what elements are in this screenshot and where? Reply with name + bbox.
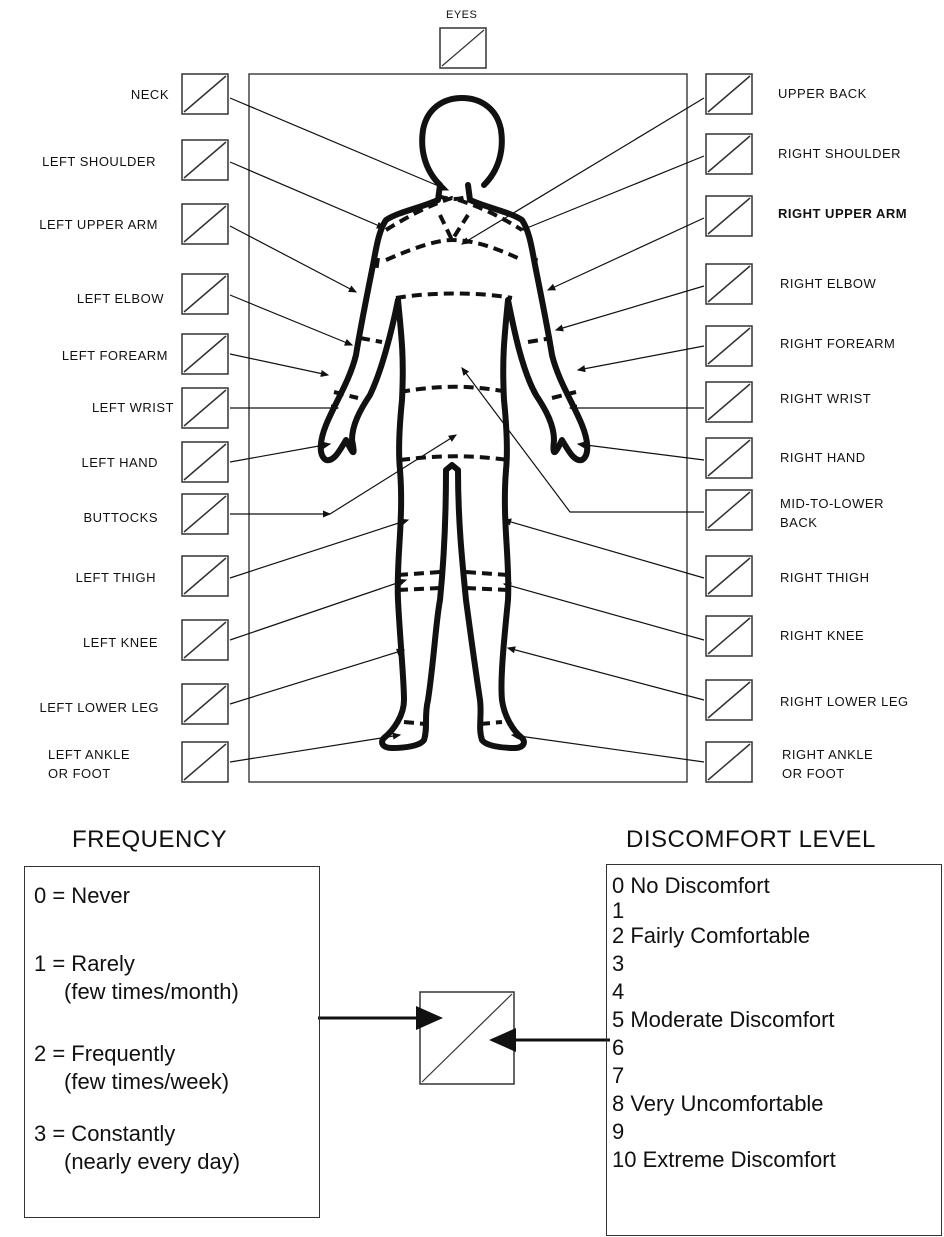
left-checkboxes xyxy=(182,74,228,782)
label-right-thigh: RIGHT THIGH xyxy=(780,568,870,587)
frequency-item-0: 0 = Never xyxy=(34,882,130,910)
label-mid-to-lower-back: MID-TO-LOWER BACK xyxy=(780,494,910,532)
discomfort-item-2: 2 Fairly Comfortable xyxy=(612,922,836,950)
label-left-forearm: LEFT FOREARM xyxy=(62,346,168,365)
label-right-lower-leg: RIGHT LOWER LEG xyxy=(780,692,909,711)
discomfort-item-8: 8 Very Uncomfortable xyxy=(612,1090,836,1118)
label-left-shoulder: LEFT SHOULDER xyxy=(42,152,156,171)
frequency-item-3: 3 = Constantly(nearly every day) xyxy=(34,1120,240,1176)
label-right-ankle-or-foot: RIGHT ANKLE OR FOOT xyxy=(782,745,882,783)
left-leader-lines xyxy=(230,98,448,762)
label-left-wrist: LEFT WRIST xyxy=(92,398,174,417)
discomfort-item-0: 0 No Discomfort xyxy=(612,872,836,900)
discomfort-item-3: 3 xyxy=(612,950,836,978)
label-left-knee: LEFT KNEE xyxy=(83,633,158,652)
label-left-lower-leg: LEFT LOWER LEG xyxy=(40,698,159,717)
label-left-elbow: LEFT ELBOW xyxy=(77,289,164,308)
label-eyes: EYES xyxy=(446,6,477,25)
eyes-box xyxy=(440,28,486,68)
label-right-forearm: RIGHT FOREARM xyxy=(780,334,895,353)
label-left-upper-arm: LEFT UPPER ARM xyxy=(39,215,158,234)
body-figure xyxy=(321,98,588,748)
frequency-item-1: 1 = Rarely(few times/month) xyxy=(34,950,239,1006)
label-right-elbow: RIGHT ELBOW xyxy=(780,274,876,293)
frequency-title: FREQUENCY xyxy=(72,826,227,854)
discomfort-item-7: 7 xyxy=(612,1062,836,1090)
legend-center-box xyxy=(420,992,514,1084)
label-neck: NECK xyxy=(131,85,169,104)
label-upper-back: UPPER BACK xyxy=(778,84,867,103)
right-checkboxes xyxy=(706,74,752,782)
frequency-item-2: 2 = Frequently(few times/week) xyxy=(34,1040,229,1096)
figure-frame xyxy=(249,74,687,782)
label-left-hand: LEFT HAND xyxy=(82,453,159,472)
label-right-shoulder: RIGHT SHOULDER xyxy=(778,144,901,163)
discomfort-item-1: 1 xyxy=(612,900,836,922)
label-right-wrist: RIGHT WRIST xyxy=(780,389,871,408)
label-right-hand: RIGHT HAND xyxy=(780,448,866,467)
discomfort-item-5: 5 Moderate Discomfort xyxy=(612,1006,836,1034)
discomfort-item-4: 4 xyxy=(612,978,836,1006)
label-left-ankle-or-foot: LEFT ANKLE OR FOOT xyxy=(48,745,148,783)
label-left-thigh: LEFT THIGH xyxy=(76,568,156,587)
discomfort-item-10: 10 Extreme Discomfort xyxy=(612,1146,836,1174)
label-right-upper-arm: RIGHT UPPER ARM xyxy=(778,204,907,223)
label-right-knee: RIGHT KNEE xyxy=(780,626,864,645)
discomfort-item-6: 6 xyxy=(612,1034,836,1062)
discomfort-item-9: 9 xyxy=(612,1118,836,1146)
discomfort-title: DISCOMFORT LEVEL xyxy=(626,826,876,854)
discomfort-list: 0 No Discomfort 1 2 Fairly Comfortable 3… xyxy=(612,872,836,1174)
label-buttocks: BUTTOCKS xyxy=(83,508,158,527)
